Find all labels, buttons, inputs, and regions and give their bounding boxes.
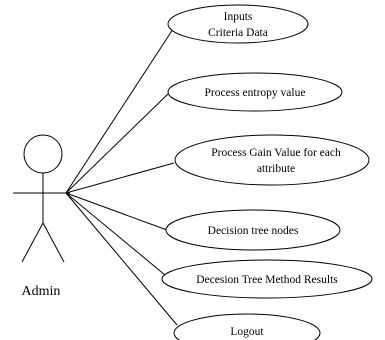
- use-case-label-line: Criteria Data: [208, 27, 268, 39]
- use-case-inputs-criteria-data: Inputs Criteria Data: [167, 4, 309, 44]
- association-line-inputs: [65, 25, 176, 194]
- use-case-decision-tree-method-results: Decesion Tree Method Results: [161, 259, 373, 299]
- use-case-process-entropy-value: Process entropy value: [167, 72, 343, 112]
- use-case-ellipse: [173, 313, 321, 340]
- actor-label: Admin: [22, 284, 61, 299]
- actor-admin: Admin: [13, 134, 70, 299]
- association-line-logout: [65, 192, 178, 326]
- association-line-results: [65, 192, 166, 276]
- use-case-logout: Logout: [173, 313, 321, 340]
- use-case-ellipse: [161, 259, 373, 299]
- use-case-label-line: Process entropy value: [205, 87, 306, 99]
- use-case-decision-tree-nodes: Decision tree nodes: [165, 209, 341, 251]
- association-lines: [65, 25, 178, 326]
- use-case-label-line: Logout: [230, 326, 264, 338]
- use-case-ellipse: [167, 4, 309, 44]
- association-line-nodes: [65, 192, 168, 231]
- actor-head: [23, 134, 63, 174]
- use-case-label-line: Inputs: [224, 11, 253, 23]
- actor-right-leg: [42, 222, 65, 263]
- use-case-label-line: attribute: [257, 163, 295, 175]
- association-line-gain: [65, 162, 175, 194]
- use-case-label-line: Process Gain Value for each: [211, 147, 341, 159]
- actor-left-leg: [21, 222, 44, 263]
- use-case-process-gain-value: Process Gain Value for each attribute: [174, 134, 370, 186]
- use-case-ellipse: [165, 209, 341, 251]
- association-line-entropy: [65, 93, 169, 194]
- use-case-label-line: Decesion Tree Method Results: [196, 274, 338, 286]
- use-case-ellipse: [167, 72, 343, 112]
- use-case-label-line: Decision tree nodes: [208, 225, 299, 237]
- use-case-ellipse: [174, 134, 370, 186]
